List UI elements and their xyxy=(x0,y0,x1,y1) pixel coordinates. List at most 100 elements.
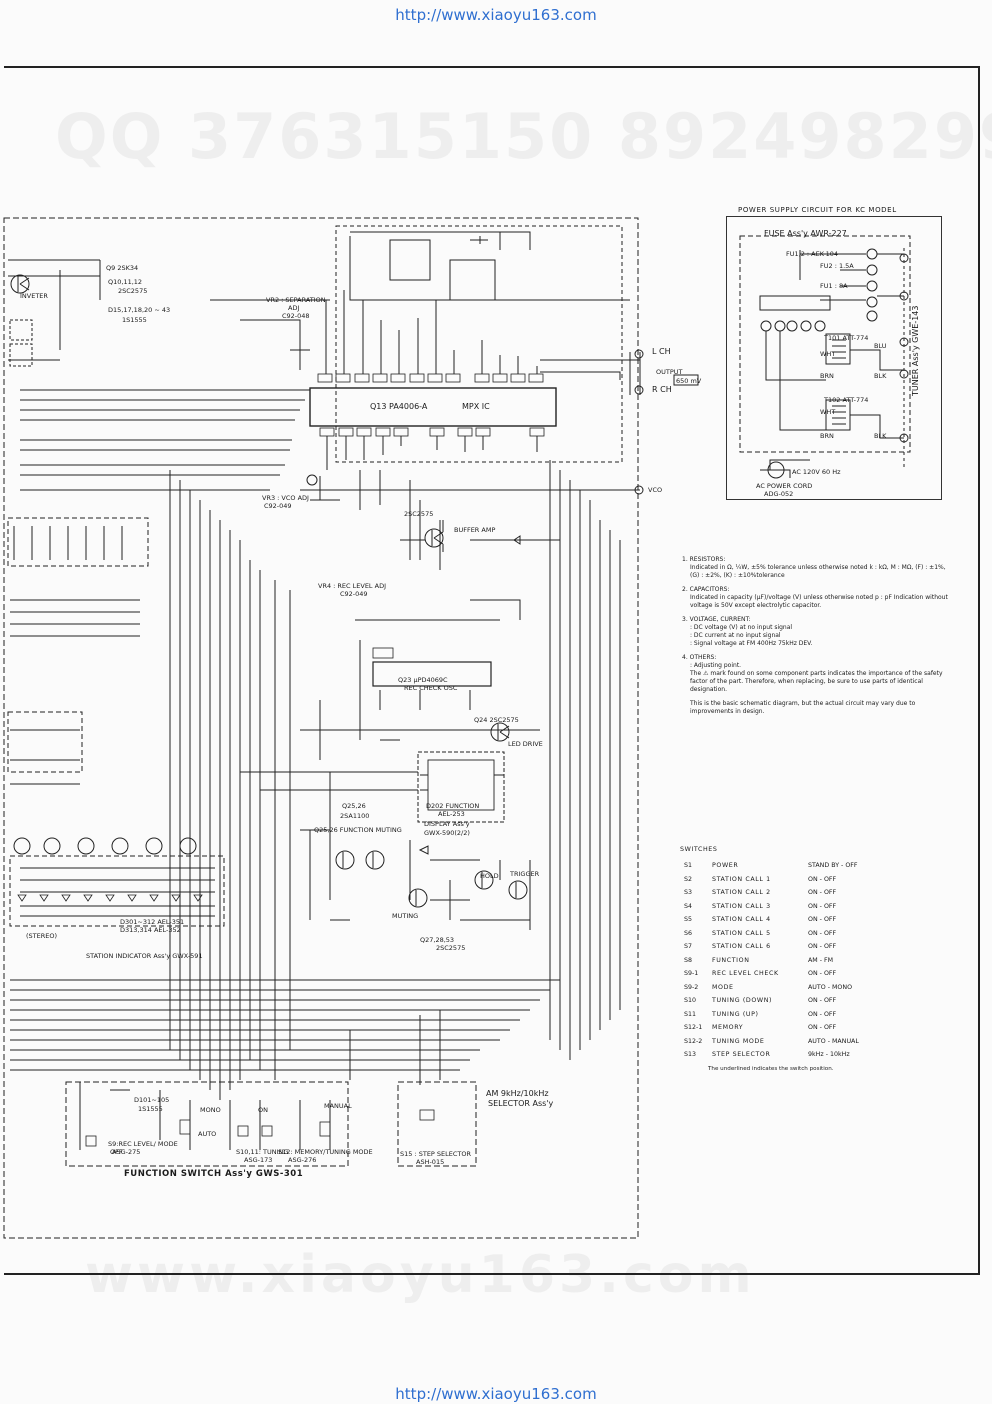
label-q24: Q24 2SC2575 xyxy=(474,716,519,724)
switches-title: SWITCHES xyxy=(680,846,718,853)
label-ac-part: ADG-052 xyxy=(764,490,794,498)
note-basic: This is the basic schematic diagram, but… xyxy=(690,700,916,715)
label-diodes-part: 1S1555 xyxy=(122,316,147,324)
switch-name: TUNING (UP) xyxy=(712,1010,759,1018)
label-t102: T102 ATT-774 xyxy=(824,396,869,404)
label-inverter: INVETER xyxy=(20,292,48,300)
switch-id: S12-1 xyxy=(684,1024,703,1032)
note-others-title: 4. OTHERS: xyxy=(682,654,717,661)
switch-state: AUTO - MONO xyxy=(808,983,853,991)
label-display-part: GWX-590(2/2) xyxy=(424,829,470,837)
switch-name: STEP SELECTOR xyxy=(712,1051,771,1059)
label-trigger: TRIGGER xyxy=(510,870,540,878)
label-ic-q23-func: REC CHECK OSC xyxy=(404,684,458,692)
label-fu12: FU1,2 : AEK-104 xyxy=(786,250,839,258)
switch-name: FUNCTION xyxy=(712,956,750,964)
label-vr2-part: C92-048 xyxy=(282,312,310,320)
switch-name: STATION CALL 5 xyxy=(712,929,771,937)
power-supply-title: POWER SUPPLY CIRCUIT FOR KC MODEL xyxy=(738,206,897,214)
label-d301: D301~312 AEL-351 xyxy=(120,918,185,926)
label-output-level: 650 mV xyxy=(676,377,702,385)
label-vr3: VR3 : VCO ADJ xyxy=(262,494,309,502)
note-resistors-text: Indicated in Ω, ¼W, ±5% tolerance unless… xyxy=(690,564,946,579)
label-d101: D101~105 xyxy=(134,1096,170,1104)
switch-state: ON - OFF xyxy=(808,916,837,924)
note-resistors-title: 1. RESISTORS: xyxy=(682,556,726,563)
label-am-selector: AM 9kHz/10kHz xyxy=(486,1089,549,1098)
notes-block: 1. RESISTORS: Indicated in Ω, ¼W, ±5% to… xyxy=(682,556,952,716)
label-vr2: VR2 : SEPARATION xyxy=(266,296,326,304)
switch-name: STATION CALL 2 xyxy=(712,889,771,897)
label-ac-rating: AC 120V 60 Hz xyxy=(792,468,841,476)
url-bottom[interactable]: http://www.xiaoyu163.com xyxy=(395,1385,597,1403)
label-s10: S10,11: TUNING xyxy=(236,1148,289,1156)
switch-state: 9kHz - 10kHz xyxy=(808,1051,850,1059)
switch-name: MODE xyxy=(712,983,734,991)
label-s15: S15 : STEP SELECTOR xyxy=(400,1150,472,1158)
switch-id: S2 xyxy=(684,875,693,883)
note-voltage-b: : DC current at no input signal xyxy=(690,632,781,639)
switch-row: S13 STEP SELECTOR 9kHz - 10kHz xyxy=(680,1048,960,1062)
switch-name: STATION CALL 6 xyxy=(712,943,771,951)
switch-id: S1 xyxy=(684,862,693,870)
label-muting: MUTING xyxy=(392,912,419,920)
switch-state: ON - OFF xyxy=(808,943,837,951)
switch-row: S10 TUNING (DOWN) ON - OFF xyxy=(680,994,960,1008)
label-fu2: FU2 : 1.5A xyxy=(820,262,854,270)
switch-id: S3 xyxy=(684,889,693,897)
label-blu: BLU xyxy=(874,342,887,350)
label-q14-part: 2SC2575 xyxy=(404,510,434,518)
label-wht-2: WHT xyxy=(820,408,836,416)
label-s12-part: ASG-276 xyxy=(288,1156,317,1164)
label-wht-1: WHT xyxy=(820,350,836,358)
switch-id: S4 xyxy=(684,902,693,910)
switch-row: S9-2 MODE AUTO - MONO xyxy=(680,981,960,995)
label-off: OFF xyxy=(110,1148,123,1156)
url-top[interactable]: http://www.xiaoyu163.com xyxy=(395,6,597,24)
switch-name: REC LEVEL CHECK xyxy=(712,970,779,978)
note-voltage-a: : DC voltage (V) at no input signal xyxy=(690,624,793,631)
switch-id: S13 xyxy=(684,1051,697,1059)
label-fu1: FU1 : 8A xyxy=(820,282,848,290)
watermark-site: www.xiaoyu163.com xyxy=(85,1245,756,1305)
switch-name: TUNING MODE xyxy=(712,1037,765,1045)
label-auto: AUTO xyxy=(198,1130,217,1138)
label-q27-part: 2SC2575 xyxy=(436,944,466,952)
switch-name: TUNING (DOWN) xyxy=(712,997,773,1005)
label-r-ch: R CH xyxy=(652,385,672,394)
label-brn-1: BRN xyxy=(820,372,834,380)
switch-state: ON - OFF xyxy=(808,997,837,1005)
switch-state: AUTO - MANUAL xyxy=(808,1037,859,1045)
switch-state: ON - OFF xyxy=(808,970,837,978)
label-d101-part: 1S1555 xyxy=(138,1105,163,1113)
note-others-b: The ⚠ mark found on some component parts… xyxy=(690,670,943,693)
switch-name: MEMORY xyxy=(712,1024,744,1032)
switch-id: S10 xyxy=(684,997,697,1005)
label-stereo: (STEREO) xyxy=(26,932,58,940)
label-d313: D313,314 AEL-352 xyxy=(120,926,181,934)
label-fuse-assy: FUSE Ass'y AWR-227 xyxy=(764,229,847,238)
label-diodes: D15,17,18,20 ~ 43 xyxy=(108,306,171,314)
switch-name: POWER xyxy=(712,862,739,870)
label-vr3-part: C92-049 xyxy=(264,502,292,510)
label-q10-part: 2SC2575 xyxy=(118,287,148,295)
switch-id: S9-2 xyxy=(684,983,699,991)
label-tuner-assy: TUNER Ass'y GWE-143 xyxy=(911,305,920,397)
switch-id: S11 xyxy=(684,1010,697,1018)
label-manual: MANUAL xyxy=(324,1102,352,1110)
label-output: OUTPUT xyxy=(656,368,683,376)
label-ic-q13-func: MPX IC xyxy=(462,402,490,411)
label-vr4: VR4 : REC LEVEL ADJ xyxy=(318,582,386,590)
label-buffer-amp: BUFFER AMP xyxy=(454,526,496,534)
note-voltage-title: 3. VOLTAGE, CURRENT: xyxy=(682,616,751,623)
label-s15-part: ASH-015 xyxy=(416,1158,445,1166)
label-q25-26: Q25,26 xyxy=(342,802,366,810)
